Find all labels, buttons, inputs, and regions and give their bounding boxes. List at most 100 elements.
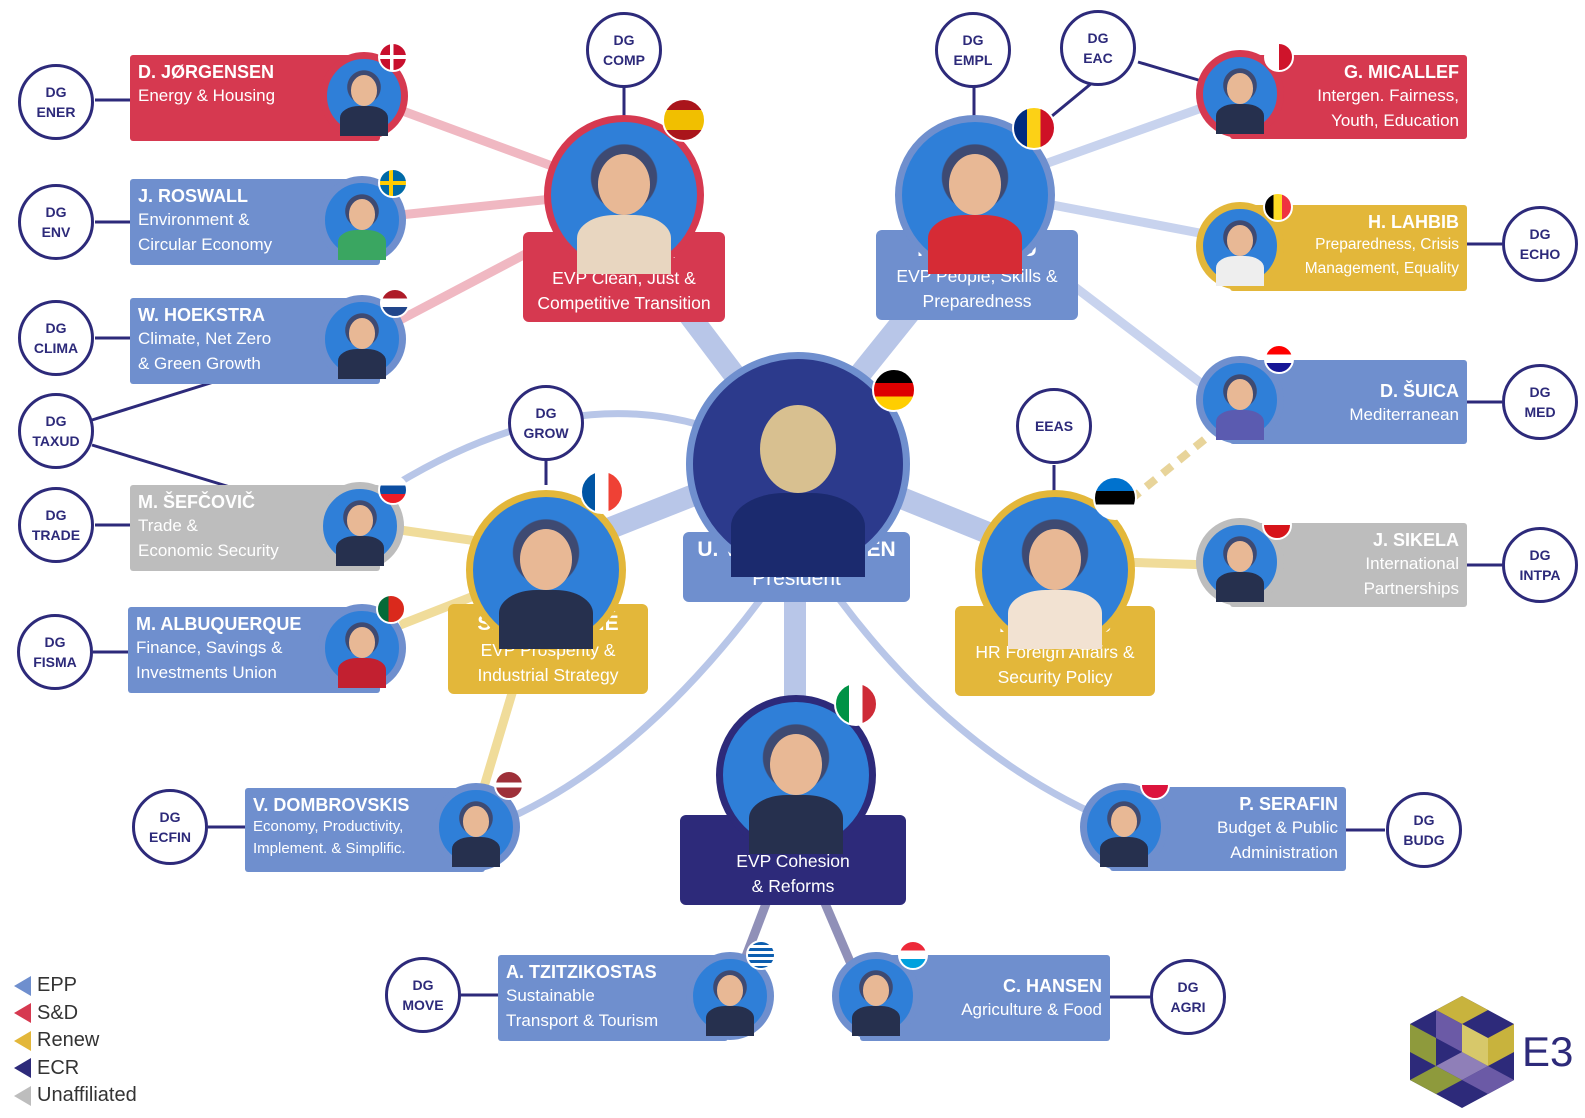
dg-echo[interactable]: DG ECHO xyxy=(1502,206,1578,282)
role-roswall-2: Circular Economy xyxy=(138,235,273,254)
dg-taxud[interactable]: DG TAXUD xyxy=(18,393,94,469)
flag-denmark-icon xyxy=(378,42,408,72)
dg-taxud-l1: DG xyxy=(45,413,67,429)
role-fitto-1: EVP Cohesion xyxy=(736,851,850,871)
dg-trade-l2: TRADE xyxy=(31,527,81,543)
flag-germany-icon xyxy=(872,368,916,412)
legend-ecr-marker xyxy=(14,1058,31,1079)
dg-med-l1: DG xyxy=(1529,384,1551,400)
role-dombrovskis-2: Implement. & Simplific. xyxy=(253,840,406,857)
photo-ribera xyxy=(544,115,704,275)
dg-intpa-l2: INTPA xyxy=(1519,567,1561,583)
dg-eeas-l1: EEAS xyxy=(1034,418,1074,434)
dg-clima[interactable]: DG CLIMA xyxy=(18,300,94,376)
flag-spain-icon xyxy=(662,98,706,142)
legend-item-ecr: ECR xyxy=(14,1055,137,1083)
name-serafin: P. SERAFIN xyxy=(1239,794,1338,814)
role-roswall-1: Environment & xyxy=(138,210,250,229)
name-hoekstra: W. HOEKSTRA xyxy=(138,305,266,325)
dg-ecfin[interactable]: DG ECFIN xyxy=(132,789,208,865)
role-albuquerque-1: Finance, Savings & xyxy=(136,638,283,657)
dg-empl-l1: DG xyxy=(962,32,984,48)
legend-item-epp: EPP xyxy=(14,972,137,1000)
flag-croatia-icon xyxy=(1264,344,1294,374)
dg-comp-l2: COMP xyxy=(603,52,645,68)
legend-unaffiliated-label: Unaffiliated xyxy=(37,1084,137,1107)
dg-move-l1: DG xyxy=(412,977,434,993)
name-jorgensen: D. JØRGENSEN xyxy=(138,62,275,82)
dg-eac-l2: EAC xyxy=(1083,50,1113,66)
name-albuquerque: M. ALBUQUERQUE xyxy=(136,614,302,634)
legend-ecr-label: ECR xyxy=(37,1056,80,1079)
legend-renew-marker xyxy=(14,1030,31,1051)
dg-comp[interactable]: DG COMP xyxy=(586,12,662,88)
dg-clima-l2: CLIMA xyxy=(33,340,79,356)
role-hoekstra-2: & Green Growth xyxy=(138,354,261,373)
flag-italy-icon xyxy=(834,682,878,726)
legend-sd-marker xyxy=(14,1003,31,1024)
role-sikela-2: Partnerships xyxy=(1363,579,1459,598)
flag-czechia-icon xyxy=(1262,510,1292,540)
dg-ener-l2: ENER xyxy=(36,104,76,120)
role-sikela-1: International xyxy=(1365,554,1459,573)
dg-ecfin-l2: ECFIN xyxy=(149,829,191,845)
name-sikela: J. SIKELA xyxy=(1372,530,1459,550)
legend-item-renew: Renew xyxy=(14,1027,137,1055)
dg-echo-l1: DG xyxy=(1529,226,1551,242)
name-micallef: G. MICALLEF xyxy=(1344,62,1459,82)
dg-taxud-l2: TAXUD xyxy=(32,433,80,449)
dg-clima-l1: DG xyxy=(45,320,67,336)
photo-suica xyxy=(1196,356,1284,444)
flag-malta-icon xyxy=(1264,42,1294,72)
name-tzitzikostas: A. TZITZIKOSTAS xyxy=(506,962,657,982)
role-micallef-1: Intergen. Fairness, xyxy=(1317,86,1459,105)
photo-serafin xyxy=(1080,783,1168,871)
role-tzitzikostas-2: Transport & Tourism xyxy=(506,1011,659,1030)
role-tzitzikostas-1: Sustainable xyxy=(506,986,595,1005)
photo-roswall xyxy=(318,176,406,264)
dg-empl[interactable]: DG EMPL xyxy=(935,12,1011,88)
role-ribera-2: Competitive Transition xyxy=(537,293,711,313)
dg-empl-l2: EMPL xyxy=(953,52,993,68)
dg-eac-l1: DG xyxy=(1087,30,1109,46)
role-kallas-2: Security Policy xyxy=(997,667,1113,687)
dg-ecfin-l1: DG xyxy=(159,809,181,825)
role-lahbib-1: Preparedness, Crisis xyxy=(1315,236,1459,253)
flag-portugal-icon xyxy=(376,594,406,624)
dg-eac[interactable]: DG EAC xyxy=(1060,10,1136,86)
photo-fitto xyxy=(716,695,876,855)
name-dombrovskis: V. DOMBROVSKIS xyxy=(253,795,410,815)
legend-renew-label: Renew xyxy=(37,1029,100,1052)
name-hansen: C. HANSEN xyxy=(1002,976,1102,996)
flag-poland-icon xyxy=(1140,770,1170,800)
legend-epp-label: EPP xyxy=(37,974,78,997)
dg-comp-l1: DG xyxy=(613,32,635,48)
photo-tzitzikostas xyxy=(686,952,774,1040)
flag-romania-icon xyxy=(1012,106,1056,150)
photo-sejourne xyxy=(466,490,626,650)
flag-sweden-icon xyxy=(378,168,408,198)
name-lahbib: H. LAHBIB xyxy=(1368,212,1459,232)
party-legend: EPP S&D Renew ECR Unaffiliated xyxy=(14,972,137,1110)
role-hansen: Agriculture & Food xyxy=(961,1000,1102,1019)
dg-eeas[interactable]: EEAS xyxy=(1016,388,1092,464)
dg-agri-l1: DG xyxy=(1177,979,1199,995)
e3g-logo-text: E3 xyxy=(1522,1028,1574,1075)
dg-echo-l2: ECHO xyxy=(1519,246,1561,262)
role-dombrovskis-1: Economy, Productivity, xyxy=(253,818,404,835)
dg-env-l2: ENV xyxy=(41,224,71,240)
flag-netherlands-icon xyxy=(380,288,410,318)
flag-slovakia-icon xyxy=(378,475,408,505)
flag-estonia-icon xyxy=(1093,476,1137,520)
role-minzatu-2: Preparedness xyxy=(922,291,1032,311)
